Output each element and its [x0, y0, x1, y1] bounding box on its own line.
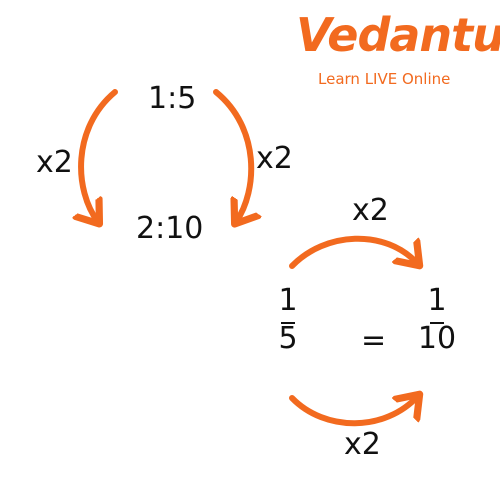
fraction-right-numerator: 1 [427, 283, 447, 318]
ratio-right-multiplier: x2 [256, 141, 293, 176]
fraction-left: 1 5 [272, 286, 304, 354]
fraction-bottom-multiplier: x2 [344, 427, 381, 462]
ratio-bottom: 2:10 [136, 211, 204, 246]
fraction-top-multiplier: x2 [352, 193, 389, 228]
equals-sign: = [361, 323, 387, 358]
fraction-left-bar [281, 322, 295, 324]
vedantu-logo: Vedantu Learn LIVE Online [296, 12, 500, 92]
fraction-right-denominator: 10 [417, 321, 457, 356]
ratio-top: 1:5 [148, 81, 197, 116]
bottom-fraction-arrow [289, 396, 418, 427]
fraction-right: 1 10 [412, 286, 462, 354]
left-curved-arrow [81, 89, 118, 222]
fraction-left-denominator: 5 [278, 321, 298, 356]
ratio-left-multiplier: x2 [36, 145, 73, 180]
top-fraction-arrow [289, 235, 418, 266]
fraction-left-numerator: 1 [278, 283, 298, 318]
logo-wordmark: Vedantu [296, 8, 500, 62]
logo-tagline: Learn LIVE Online [318, 70, 451, 88]
fraction-right-bar [430, 322, 444, 324]
right-curved-arrow [213, 89, 251, 222]
